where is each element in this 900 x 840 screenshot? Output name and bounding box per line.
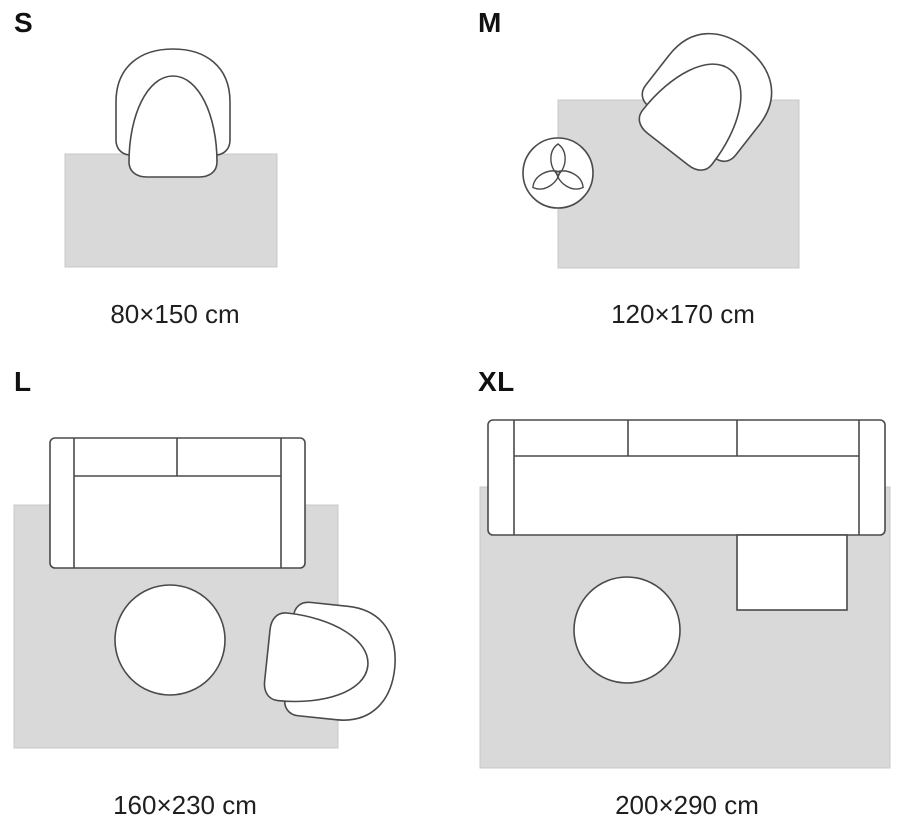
armchair-icon [115,48,231,178]
size-letter-s: S [14,7,34,38]
size-dimensions-xl: 200×290 cm [615,790,759,820]
coffee-table-icon [573,576,681,684]
corner-sofa-icon [487,419,886,611]
size-option-xl: XL 200×290 cm [450,355,900,840]
size-letter-xl: XL [478,366,515,397]
plant-icon [522,137,594,209]
pouf-icon [114,584,226,696]
rug-illustration-xl [479,419,891,769]
size-dimensions-m: 120×170 cm [611,299,755,329]
rug-illustration-l [13,437,402,749]
rug-illustration-m [522,20,800,269]
rug-illustration-s [64,48,278,268]
sofa-icon [49,437,306,569]
size-letter-m: M [478,7,502,38]
size-option-m: M 120×170 cm [450,0,900,355]
size-option-l: L 160×230 cm [0,355,450,840]
size-letter-l: L [14,366,32,397]
size-dimensions-l: 160×230 cm [113,790,257,820]
size-dimensions-s: 80×150 cm [110,299,240,329]
size-option-s: S 80×150 cm [0,0,450,355]
